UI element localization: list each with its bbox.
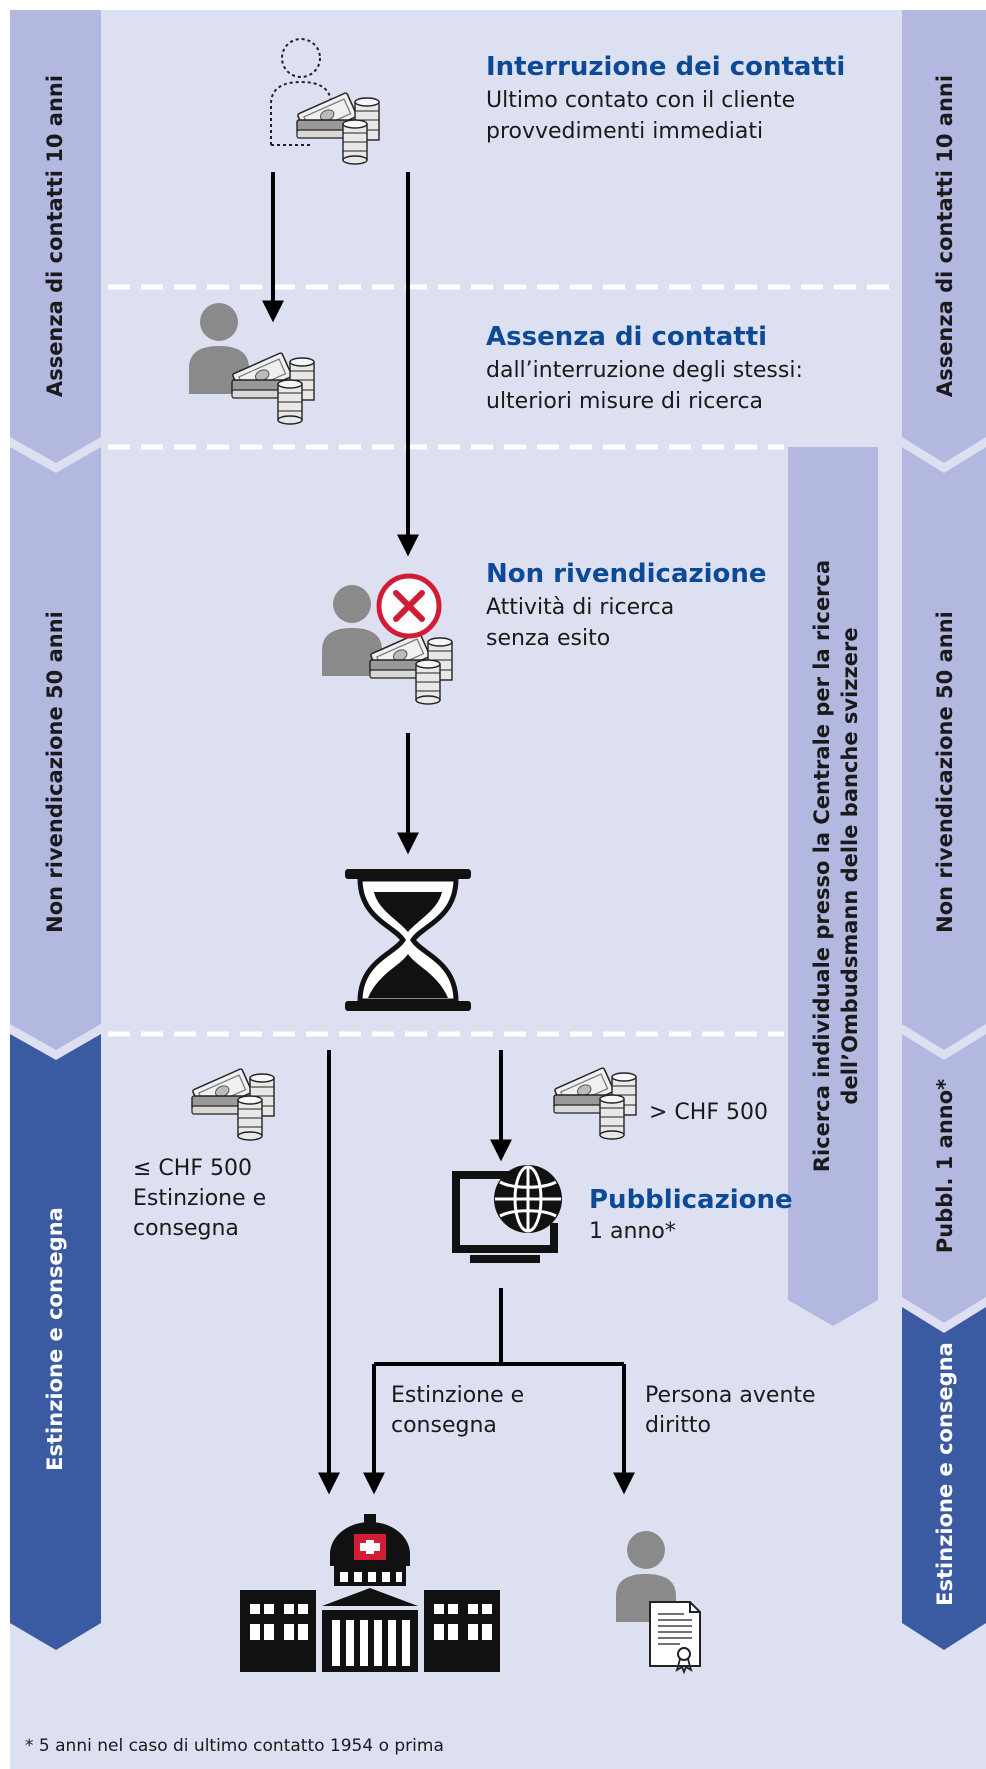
small-amount-line-1: ≤ CHF 500 <box>133 1156 252 1181</box>
step-non-claim-title: Non rivendicazione <box>486 559 767 589</box>
right-phase-3-chevron <box>902 1034 986 1323</box>
step-absence-title: Assenza di contatti <box>486 322 767 352</box>
step-absence-line-2: ulteriori misure di ricerca <box>486 389 763 414</box>
hourglass-icon <box>345 869 471 1011</box>
branch-extinction-line-2: consegna <box>391 1413 497 1438</box>
right-phase-1-label: Assenza di contatti 10 anni <box>933 75 957 397</box>
step-absence-line-1: dall’interruzione degli stessi: <box>486 358 803 383</box>
right-phase-4-label: Estinzione e consegna <box>933 1342 957 1606</box>
left-phase-1-chevron <box>10 10 101 463</box>
right-phase-2-label: Non rivendicazione 50 anni <box>933 611 957 933</box>
step-publication-line-1: 1 anno* <box>589 1219 676 1244</box>
right-phase-4-chevron <box>902 1307 986 1650</box>
research-band-line-2: dell’Ombudsmann delle banche svizzere <box>838 627 862 1104</box>
research-band: Ricerca individuale presso la Centrale p… <box>788 447 878 1326</box>
dotted-person-icon <box>270 38 332 146</box>
step-interruption-line-2: provvedimenti immediati <box>486 119 763 144</box>
branch-connector <box>374 1288 624 1366</box>
right-phase-3-label: Pubbl. 1 anno* <box>933 1079 957 1253</box>
small-amount-line-2: Estinzione e <box>133 1186 266 1211</box>
right-phase-1-chevron <box>902 10 986 463</box>
left-phase-2-label: Non rivendicazione 50 anni <box>43 611 67 933</box>
small-amount-line-3: consegna <box>133 1216 239 1241</box>
left-phase-3-label: Estinzione e consegna <box>43 1207 67 1471</box>
certificate-icon <box>649 1601 701 1675</box>
left-phase-1-label: Assenza di contatti 10 anni <box>43 75 67 397</box>
right-phase-2-chevron <box>902 447 986 1050</box>
left-phase-2-chevron <box>10 447 101 1050</box>
branch-entitled-line-2: diritto <box>645 1413 711 1438</box>
branch-extinction-line-1: Estinzione e <box>391 1383 524 1408</box>
red-cross-icon <box>376 573 442 639</box>
step-non-claim-line-2: senza esito <box>486 626 610 651</box>
left-phase-column: Assenza di contatti 10 anni Non rivendic… <box>10 10 101 1650</box>
large-amount-label: > CHF 500 <box>649 1100 768 1125</box>
research-band-line-1: Ricerca individuale presso la Centrale p… <box>810 560 834 1172</box>
federal-palace-icon <box>240 1514 500 1672</box>
flow-arrows <box>262 172 635 1495</box>
left-phase-3-chevron <box>10 1034 101 1650</box>
research-band-chevron <box>788 447 878 1326</box>
monitor-globe-icon <box>452 1165 562 1263</box>
step-non-claim-line-1: Attività di ricerca <box>486 595 674 620</box>
step-interruption-title: Interruzione dei contatti <box>486 52 845 82</box>
right-phase-column: Assenza di contatti 10 anni Non rivendic… <box>902 10 986 1650</box>
footnote: * 5 anni nel caso di ultimo contatto 195… <box>25 1736 444 1756</box>
branch-entitled-line-1: Persona avente <box>645 1383 816 1408</box>
step-interruption-line-1: Ultimo contato con il cliente <box>486 88 795 113</box>
phase-dividers <box>108 284 895 1037</box>
step-publication-title: Pubblicazione <box>589 1185 793 1215</box>
